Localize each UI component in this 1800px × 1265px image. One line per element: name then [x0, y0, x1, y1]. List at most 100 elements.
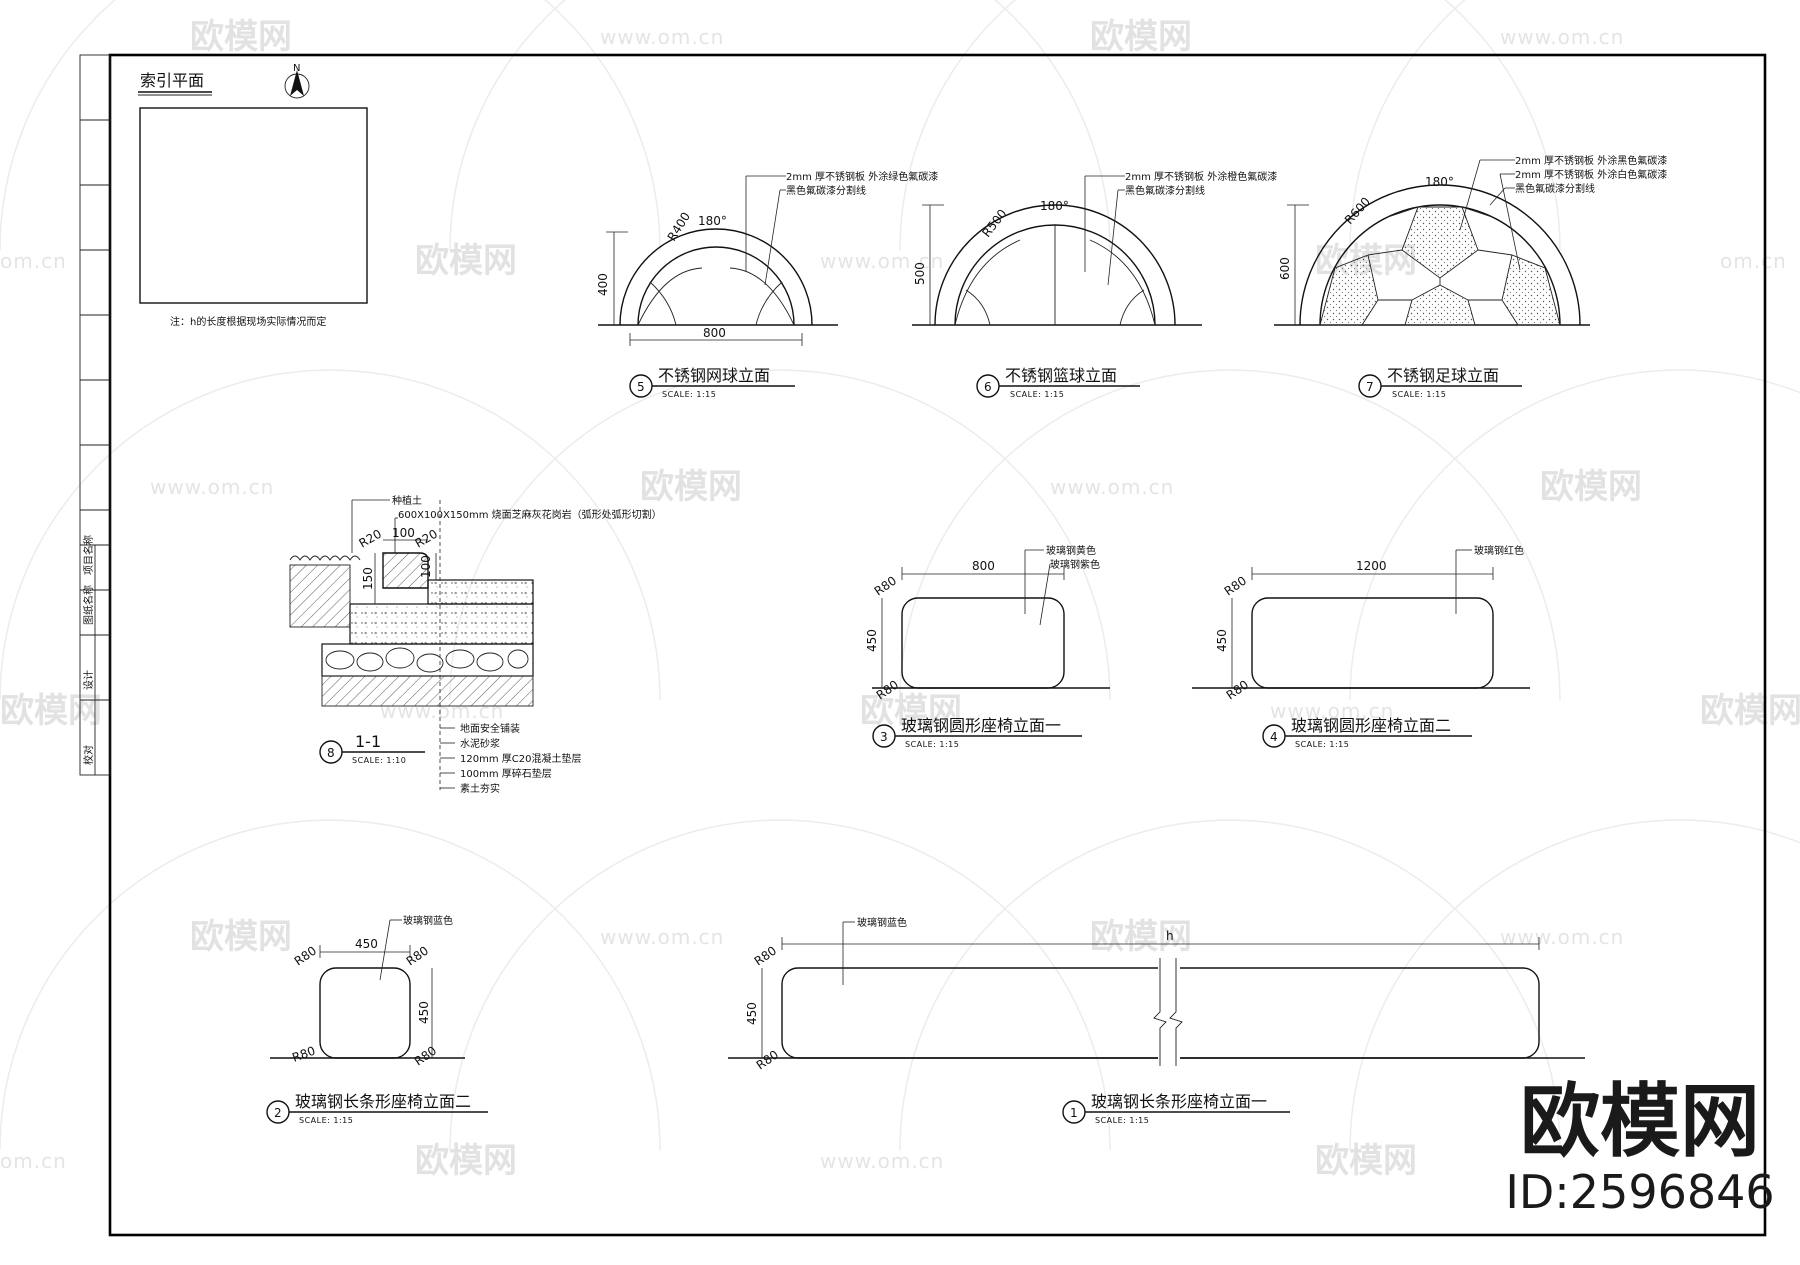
drawing-title: 不锈钢足球立面	[1387, 366, 1499, 385]
safety-surface-layer	[427, 579, 534, 605]
dim-radius-top: R80	[1222, 573, 1249, 598]
drawing-3-round-seat: 800 450 R80 R80 玻璃钢黄色 玻璃钢紫色 3 玻璃钢圆形座椅立面一…	[865, 544, 1110, 749]
break-line	[1153, 958, 1167, 1066]
ball-outer-arc	[1299, 184, 1581, 326]
drawing-5-title-label: 5 不锈钢网球立面 SCALE: 1:15	[629, 366, 795, 399]
section-top-label: 种植土	[392, 494, 422, 507]
watermark-url: om.cn	[0, 1149, 67, 1173]
planting-soil-surface	[289, 555, 361, 561]
layer-label: 素土夯实	[460, 782, 500, 795]
index-plan-box	[139, 107, 368, 304]
drawing-scale: SCALE: 1:15	[1392, 390, 1446, 399]
ball-inner-arc	[1319, 204, 1561, 326]
drawing-2-title-label: 2 玻璃钢长条形座椅立面二 SCALE: 1:15	[266, 1092, 488, 1125]
dim-radius: R600	[1342, 194, 1373, 227]
watermark-url: om.cn	[0, 249, 67, 273]
dim-radius: R80	[292, 943, 319, 968]
drawing-scale: SCALE: 1:15	[1295, 740, 1349, 749]
watermark-layer: 欧模网 欧模网 www.om.cn www.om.cn 欧模网 欧模网 om.c…	[0, 0, 1800, 1181]
watermark-url: www.om.cn	[150, 475, 274, 499]
granite-curb	[382, 552, 429, 589]
drawing-number: 3	[880, 730, 888, 744]
watermark-url: www.om.cn	[1500, 25, 1624, 49]
drawing-title: 玻璃钢圆形座椅立面二	[1291, 716, 1451, 735]
dim-height: 450	[865, 629, 879, 652]
watermark-name: 欧模网	[860, 691, 962, 731]
drawing-number: 6	[984, 380, 992, 394]
dim-radius-1: R20	[357, 527, 384, 551]
dim-radius: R80	[290, 1044, 317, 1065]
layer-label: 地面安全铺装	[460, 722, 520, 735]
watermark-name: 欧模网	[640, 467, 742, 507]
pentagon-patch	[1401, 206, 1479, 279]
callout-material: 2mm 厚不锈钢板 外涂绿色氟碳漆	[786, 170, 938, 183]
drawing-7-title-label: 7 不锈钢足球立面 SCALE: 1:15	[1358, 366, 1522, 399]
drawing-1-title-label: 1 玻璃钢长条形座椅立面一 SCALE: 1:15	[1062, 1092, 1290, 1125]
drawing-number: 2	[274, 1106, 282, 1120]
watermark-url: www.om.cn	[600, 925, 724, 949]
drawing-title: 玻璃钢长条形座椅立面二	[295, 1092, 471, 1111]
brand-watermark: 欧模网 ID:2596846	[1490, 1080, 1790, 1220]
dim-width: 100	[392, 526, 415, 540]
drawing-title: 1-1	[355, 732, 381, 751]
drawing-7-football: 600 R600 180° 2mm 厚不锈钢板 外涂黑色氟碳漆 2mm 厚不锈钢…	[1274, 154, 1667, 399]
north-label: N	[293, 63, 300, 74]
drawing-scale: SCALE: 1:15	[905, 740, 959, 749]
drawing-4-title-label: 4 玻璃钢圆形座椅立面二 SCALE: 1:15	[1262, 716, 1472, 749]
watermark-url: www.om.cn	[1270, 699, 1394, 723]
dim-radius-top: R80	[752, 943, 779, 968]
index-plan-note: 注：h的长度根据现场实际情况而定	[170, 315, 326, 328]
callout-material: 玻璃钢黄色	[1046, 544, 1096, 557]
watermark-url: www.om.cn	[1500, 925, 1624, 949]
drawing-scale: SCALE: 1:10	[352, 756, 406, 765]
drawing-title: 不锈钢篮球立面	[1005, 366, 1117, 385]
brand-id: ID:2596846	[1505, 1165, 1775, 1219]
section-granite-label: 600X100X150mm 烧面芝麻灰花岗岩（弧形处弧形切割）	[398, 508, 662, 521]
dim-width: 800	[972, 559, 995, 573]
drawing-number: 8	[327, 746, 335, 760]
dim-radius: R500	[979, 207, 1009, 240]
drawing-number: 4	[1270, 730, 1278, 744]
dim-radius: R80	[412, 1043, 439, 1068]
watermark-name: 欧模网	[190, 17, 292, 57]
pentagon-patch	[1319, 254, 1379, 326]
watermark-name: 欧模网	[1315, 1141, 1417, 1181]
callout-material: 玻璃钢红色	[1474, 544, 1524, 557]
drawing-number: 7	[1366, 380, 1374, 394]
seat-outline	[319, 967, 411, 1059]
watermark-name: 欧模网	[1090, 17, 1192, 57]
dim-height: 450	[1215, 629, 1229, 652]
watermark-name: 欧模网	[1700, 691, 1800, 731]
concrete-bed-layer	[349, 603, 534, 645]
watermark-name: 欧模网	[190, 917, 292, 957]
compacted-soil-layer	[321, 675, 534, 707]
dim-radius-top: R80	[872, 573, 899, 598]
callout-material-black: 2mm 厚不锈钢板 外涂黑色氟碳漆	[1515, 154, 1667, 167]
callout-divider: 黑色氟碳漆分割线	[786, 184, 866, 197]
callout-divider: 黑色氟碳漆分割线	[1515, 182, 1595, 195]
pentagon-patch	[1404, 284, 1476, 326]
dim-height: 400	[596, 273, 610, 296]
drawing-title: 不锈钢网球立面	[658, 366, 770, 385]
title-block-cell: 图纸名称	[82, 585, 95, 625]
north-arrow-icon: N	[284, 63, 310, 99]
dim-width: 450	[355, 937, 378, 951]
watermark-name: 欧模网	[415, 241, 517, 281]
watermark-name: 欧模网	[0, 691, 102, 731]
drawing-number: 5	[637, 380, 645, 394]
seat-outline	[901, 597, 1065, 689]
drawing-5-tennis-ball: 400 800 R400 180° 2mm 厚不锈钢板 外涂绿色氟碳漆 黑色氟碳…	[596, 170, 938, 399]
seat-outline	[1251, 597, 1494, 689]
title-block-cell: 校对	[82, 745, 95, 765]
dim-angle: 180°	[698, 214, 727, 228]
brand-name: 欧模网	[1520, 1075, 1760, 1168]
drawing-6-title-label: 6 不锈钢篮球立面 SCALE: 1:15	[976, 366, 1140, 399]
dim-height: 450	[745, 1002, 759, 1025]
break-line	[1169, 958, 1183, 1066]
watermark-url: www.om.cn	[820, 1149, 944, 1173]
drawing-6-basketball: 500 R500 180° 2mm 厚不锈钢板 外涂橙色氟碳漆 黑色氟碳漆分割线…	[912, 170, 1277, 399]
watermark-url: www.om.cn	[820, 249, 944, 273]
drawing-4-round-seat: 1200 450 R80 R80 玻璃钢红色 4 玻璃钢圆形座椅立面二 SCAL…	[1192, 544, 1530, 749]
callout-divider: 黑色氟碳漆分割线	[1125, 184, 1205, 197]
